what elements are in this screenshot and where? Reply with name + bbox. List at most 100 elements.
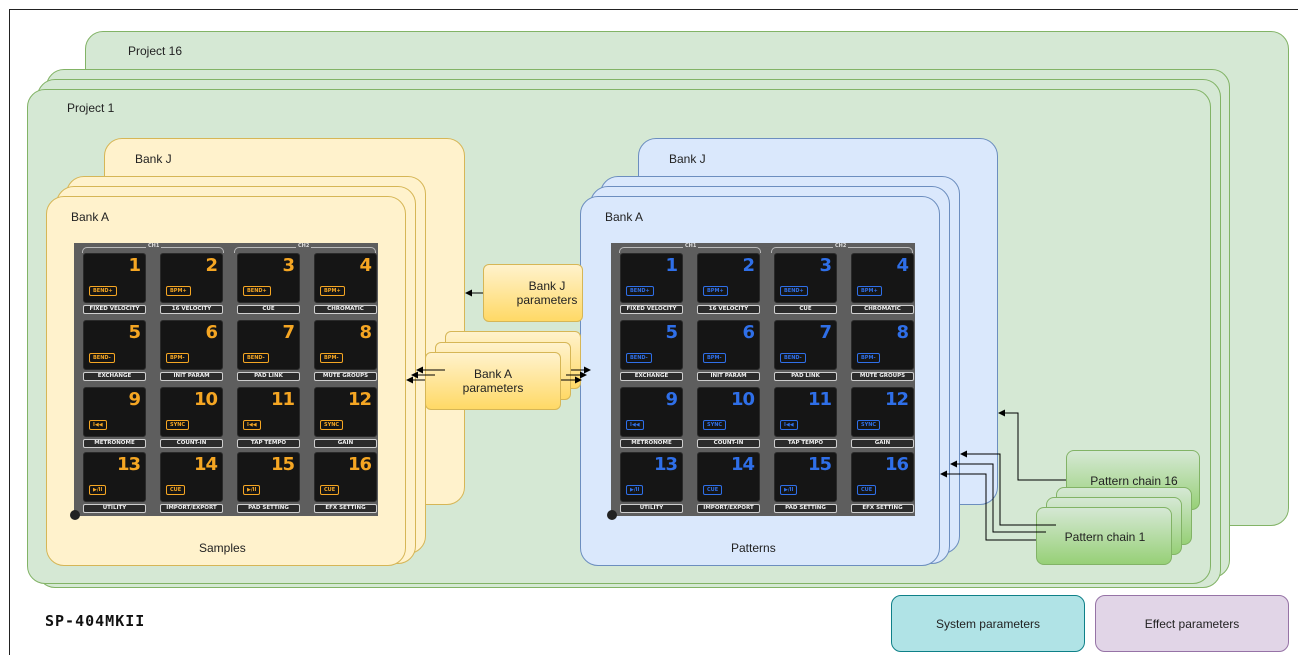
samples-pad-function-label: FIXED VELOCITY — [83, 305, 146, 314]
patterns-pad-function-label: PAD LINK — [774, 372, 837, 381]
samples-ch1-label: CH1 — [146, 243, 162, 249]
samples-pad-13: 13▶/II — [83, 452, 146, 502]
samples-pad-number: 12 — [347, 389, 372, 410]
samples-pad-function-label: GAIN — [314, 439, 377, 448]
samples-pad-function-label: EXCHANGE — [83, 372, 146, 381]
patterns-pad-15: 15▶/II — [774, 452, 837, 502]
patterns-pad-number: 3 — [819, 255, 831, 276]
patterns-pad-number: 9 — [665, 389, 677, 410]
samples-pad-badge: ▶/II — [89, 485, 107, 495]
patterns-pad-function-label: MUTE GROUPS — [851, 372, 914, 381]
patterns-pad-number: 7 — [819, 322, 831, 343]
samples-pad-number: 8 — [359, 322, 371, 343]
pattern-chain-16-label: Pattern chain 16 — [1090, 474, 1178, 488]
samples-pad-number: 6 — [205, 322, 217, 343]
patterns-pad-function-label: METRONOME — [620, 439, 683, 448]
patterns-pad-badge: BPM- — [703, 353, 726, 363]
patterns-pad-badge: BEND+ — [780, 286, 808, 296]
samples-pad-number: 1 — [128, 255, 140, 276]
patterns-pad-number: 16 — [884, 454, 909, 475]
samples-bank-j-label: Bank J — [135, 152, 172, 166]
samples-caption: Samples — [199, 541, 246, 555]
samples-pad-badge: ▶/II — [243, 485, 261, 495]
effect-parameters-box: Effect parameters — [1095, 595, 1289, 652]
patterns-pad-badge: ▶/II — [780, 485, 798, 495]
patterns-caption: Patterns — [731, 541, 776, 555]
samples-pad-number: 14 — [193, 454, 218, 475]
patterns-pad-badge: BPM+ — [857, 286, 882, 296]
samples-pad-badge: BEND- — [243, 353, 269, 363]
samples-pad-badge: SYNC — [166, 420, 190, 430]
patterns-pad-number: 10 — [730, 389, 755, 410]
samples-bank-a-label: Bank A — [71, 210, 110, 224]
samples-pad-badge: BPM- — [166, 353, 189, 363]
system-parameters-box: System parameters — [891, 595, 1085, 652]
samples-pad-function-label: METRONOME — [83, 439, 146, 448]
patterns-pad-function-label: UTILITY — [620, 504, 683, 513]
samples-pad-badge: BEND+ — [243, 286, 271, 296]
project-16-label: Project 16 — [128, 44, 183, 58]
patterns-pad-badge: I◀◀ — [780, 420, 798, 430]
patterns-pad-function-label: INIT PARAM — [697, 372, 760, 381]
patterns-pad-badge: SYNC — [857, 420, 881, 430]
samples-pad-badge: BPM- — [320, 353, 343, 363]
patterns-pad-function-label: TAP TEMPO — [774, 439, 837, 448]
patterns-pad-number: 14 — [730, 454, 755, 475]
patterns-pad-badge: BPM+ — [703, 286, 728, 296]
samples-pad-badge: BEND- — [89, 353, 115, 363]
patterns-pad-number: 4 — [896, 255, 908, 276]
patterns-pad-function-label: 16 VELOCITY — [697, 305, 760, 314]
samples-pad-function-label: MUTE GROUPS — [314, 372, 377, 381]
patterns-pad-number: 6 — [742, 322, 754, 343]
patterns-bank-j-label: Bank J — [669, 152, 706, 166]
patterns-pad-number: 8 — [896, 322, 908, 343]
samples-pad-function-label: UTILITY — [83, 504, 146, 513]
patterns-pad-function-label: PAD SETTING — [774, 504, 837, 513]
patterns-pad-function-label: EFX SETTING — [851, 504, 914, 513]
samples-pad-badge: SYNC — [320, 420, 344, 430]
diagram-frame — [9, 9, 1298, 655]
patterns-pad-function-label: FIXED VELOCITY — [620, 305, 683, 314]
samples-pad-number: 11 — [270, 389, 295, 410]
samples-pad-number: 7 — [282, 322, 294, 343]
samples-pad-function-label: EFX SETTING — [314, 504, 377, 513]
patterns-ch1-label: CH1 — [683, 243, 699, 249]
patterns-pad-13: 13▶/II — [620, 452, 683, 502]
samples-pad-badge: I◀◀ — [89, 420, 107, 430]
sp404mkii-logo: SP-404MKII — [45, 612, 146, 630]
patterns-pad-number: 12 — [884, 389, 909, 410]
samples-pad-number: 5 — [128, 322, 140, 343]
patterns-ch2-label: CH2 — [833, 243, 849, 249]
samples-pad-15: 15▶/II — [237, 452, 300, 502]
samples-pad-badge: I◀◀ — [243, 420, 261, 430]
samples-pad-number: 16 — [347, 454, 372, 475]
samples-pad-function-label: TAP TEMPO — [237, 439, 300, 448]
samples-pad-function-label: IMPORT/EXPORT — [160, 504, 223, 513]
patterns-pad-badge: I◀◀ — [626, 420, 644, 430]
samples-pad-number: 9 — [128, 389, 140, 410]
samples-pad-function-label: 16 VELOCITY — [160, 305, 223, 314]
samples-panel-corner — [70, 510, 80, 520]
pattern-chain-1-box: Pattern chain 1 — [1036, 507, 1172, 565]
patterns-pad-badge: BEND+ — [626, 286, 654, 296]
patterns-panel-corner — [607, 510, 617, 520]
samples-pad-function-label: INIT PARAM — [160, 372, 223, 381]
patterns-pad-function-label: CUE — [774, 305, 837, 314]
